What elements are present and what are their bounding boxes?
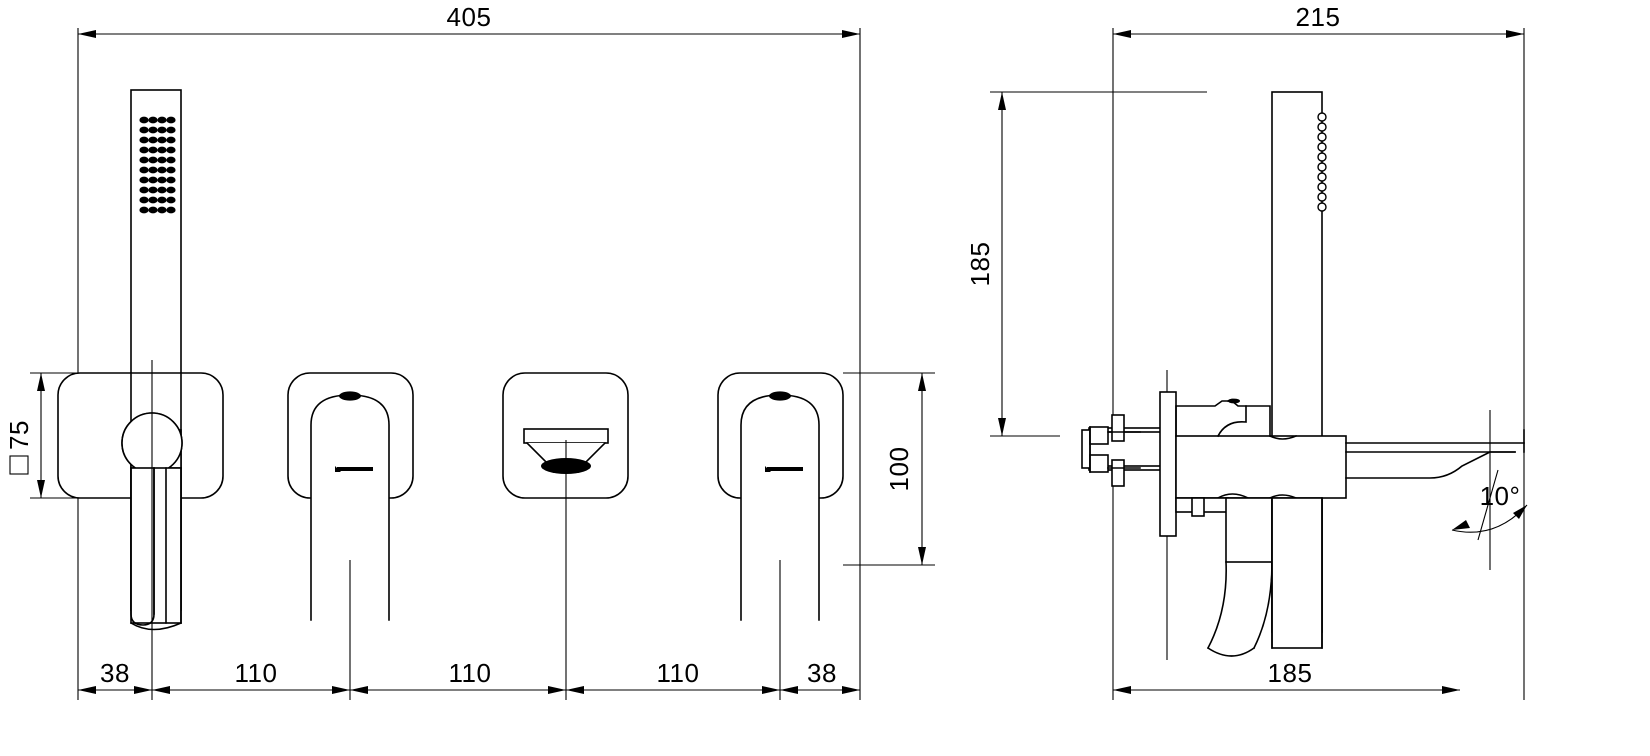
side-body-block — [1175, 398, 1347, 517]
dim-plate-height-100: 100 — [843, 372, 935, 566]
spray-hole-grid — [139, 116, 176, 214]
dim-label-left-edge: 38 — [100, 658, 130, 688]
hand-shower-holder-plate — [57, 372, 224, 631]
spout-angle-annotation: 10° — [1451, 410, 1528, 570]
spray-hole-column-side — [1317, 112, 1327, 212]
mixer-handle-plate-left — [287, 372, 414, 621]
side-view-group: 215 185 — [965, 2, 1528, 700]
dim-label-right-edge: 38 — [807, 658, 837, 688]
dim-label-seg-2: 110 — [449, 658, 492, 688]
mixer-handle-plate-right — [717, 372, 844, 621]
dim-label-holder-height: 75 — [4, 420, 34, 450]
dim-shower-height-185: 185 — [965, 91, 1207, 437]
dim-label-spout-projection: 185 — [1268, 658, 1313, 688]
front-bottom-dimension-chain: 38 110 110 110 38 — [78, 658, 860, 694]
dim-label-spout-angle: 10° — [1480, 481, 1521, 511]
concealed-valve-body — [1081, 391, 1177, 537]
dim-side-projection-215: 215 — [1113, 2, 1524, 38]
dim-spout-projection-185: 185 — [1113, 658, 1460, 694]
dim-label-seg-1: 110 — [235, 658, 278, 688]
front-witness-lines — [77, 28, 861, 700]
dim-label-shower-height: 185 — [965, 242, 995, 287]
side-spout — [1345, 429, 1525, 479]
front-view-group: 405 — [4, 2, 935, 700]
dim-holder-height-75: 75 — [4, 372, 78, 499]
dim-label-plate-height: 100 — [884, 447, 914, 492]
side-hose-and-holder — [1206, 497, 1323, 657]
dim-label-overall-width: 405 — [447, 2, 492, 32]
dim-label-seg-3: 110 — [657, 658, 700, 688]
dim-label-side-projection: 215 — [1296, 2, 1341, 32]
square-profile-symbol — [9, 455, 29, 475]
diverter-plate-center — [502, 372, 629, 499]
dim-overall-width-405: 405 — [78, 2, 860, 38]
